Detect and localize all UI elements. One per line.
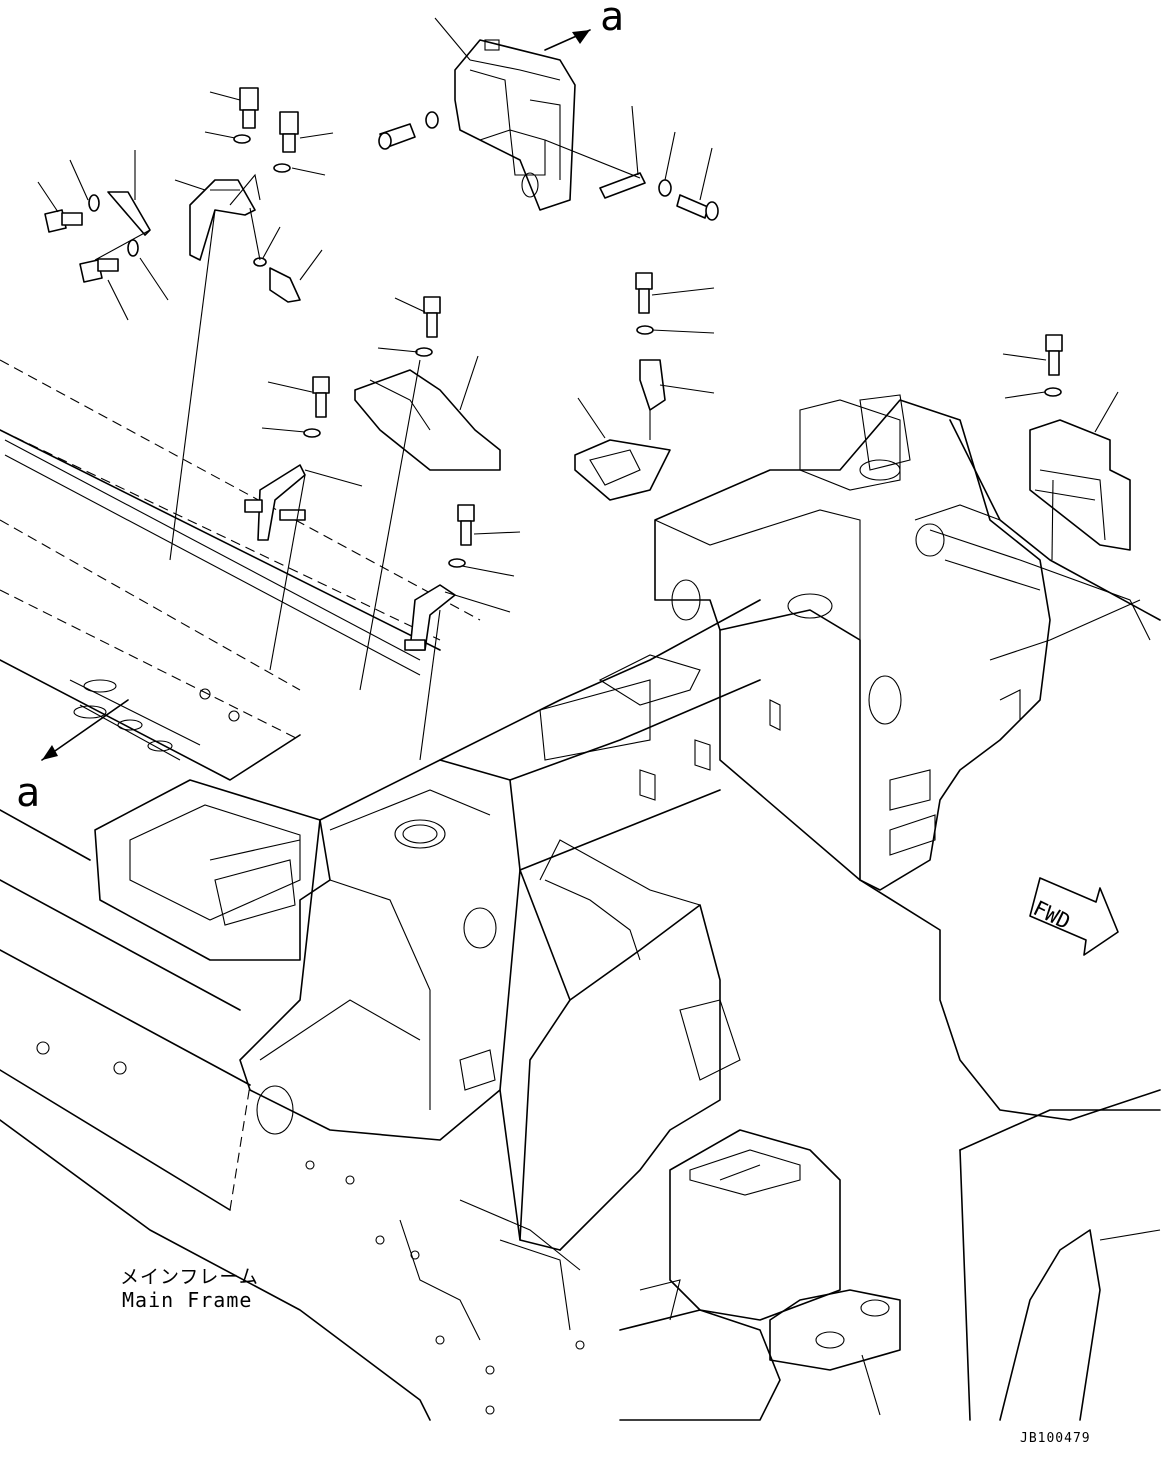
drawing-code: JB100479	[1020, 1431, 1091, 1446]
view-marker-left: a	[16, 770, 41, 816]
mid-brackets	[244, 272, 1131, 651]
arrow-icon	[572, 30, 590, 44]
arrow-icon	[42, 745, 58, 760]
main-frame-center-body	[94, 599, 781, 1271]
view-marker-top: a	[600, 0, 625, 40]
assembly-lines	[94, 207, 1054, 761]
main-frame-right-casting	[654, 394, 1161, 1121]
view-arrow-left	[41, 699, 129, 761]
top-mount-bracket	[378, 39, 719, 221]
frame-label-english: Main Frame	[122, 1288, 253, 1312]
view-arrow-top	[544, 29, 591, 51]
fwd-arrow-icon	[1029, 877, 1119, 956]
main-frame-left-rail	[0, 359, 481, 1421]
frame-label-japanese: メインフレーム	[120, 1266, 259, 1288]
top-left-brackets	[44, 87, 301, 303]
leader-lines	[37, 17, 1119, 1416]
main-frame-lower-right	[305, 904, 1161, 1421]
